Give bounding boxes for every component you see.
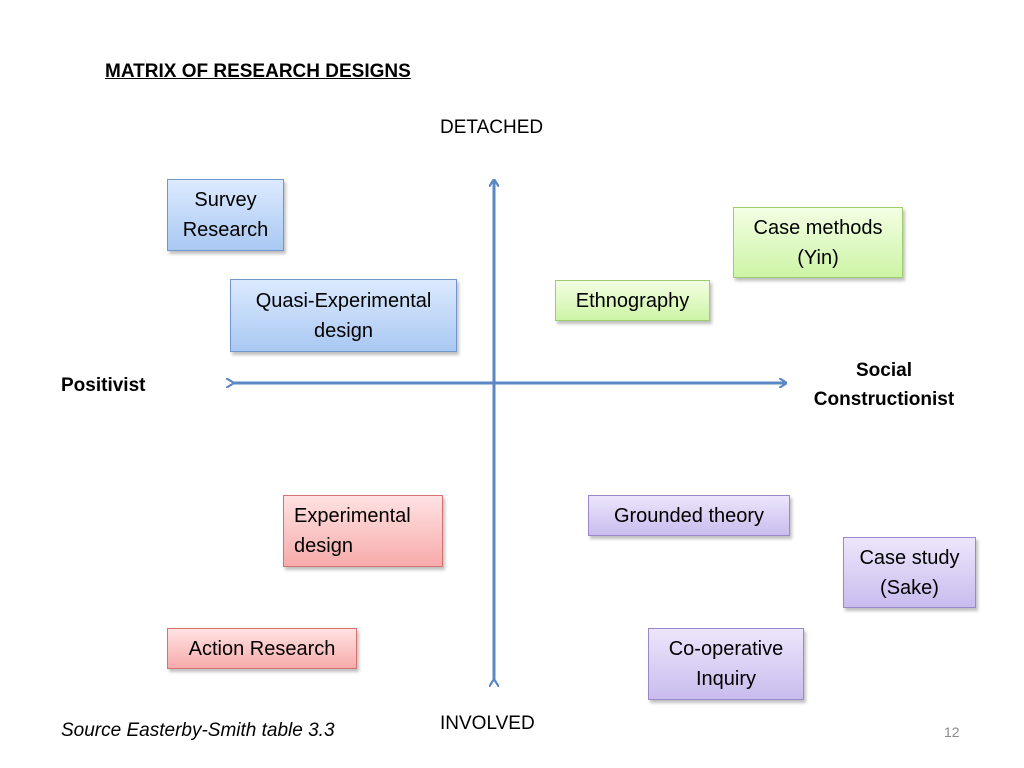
box-text-line: Survey [194,189,257,211]
box-text-line: Quasi-Experimental [255,289,432,312]
box-text-line: design [314,319,373,342]
slide-title: MATRIX OF RESEARCH DESIGNS [105,61,411,82]
box-ethnography: Ethnography [555,280,710,321]
axis-label-social-constructionist: Social Constructionist [800,356,968,414]
box-text-line: Experimental [294,505,411,527]
box-text-line: Co-operative [668,638,784,660]
axis-label-positivist: Positivist [61,375,146,396]
axis-label-social: Social [856,360,912,381]
box-text-line: Action Research [188,637,336,660]
box-text-line: Case study [859,546,960,569]
box-case-study-sake: Case study (Sake) [843,537,976,608]
box-text-line: Ethnography [575,289,690,312]
page-number: 12 [944,724,960,740]
box-survey-research: Survey Research [167,179,284,251]
box-text-line: Inquiry [695,668,756,690]
axis-label-constructionist: Constructionist [813,389,955,410]
box-quasi-experimental-design: Quasi-Experimental design [230,279,457,352]
box-text-line: Case methods [753,216,883,239]
box-text-line: Research [182,219,269,241]
box-cooperative-inquiry: Co-operative Inquiry [648,628,804,700]
box-text-line: (Yin) [797,246,839,269]
axis-label-detached: DETACHED [440,117,544,138]
box-experimental-design: Experimental design [283,495,443,567]
box-text-line: (Sake) [880,576,939,599]
source-citation: Source Easterby-Smith table 3.3 [61,720,335,741]
box-case-methods-yin: Case methods (Yin) [733,207,903,278]
box-action-research: Action Research [167,628,357,669]
axis-label-involved: INVOLVED [440,713,535,734]
box-text-line: Grounded theory [613,504,765,527]
box-text-line: design [294,535,353,557]
box-grounded-theory: Grounded theory [588,495,790,536]
